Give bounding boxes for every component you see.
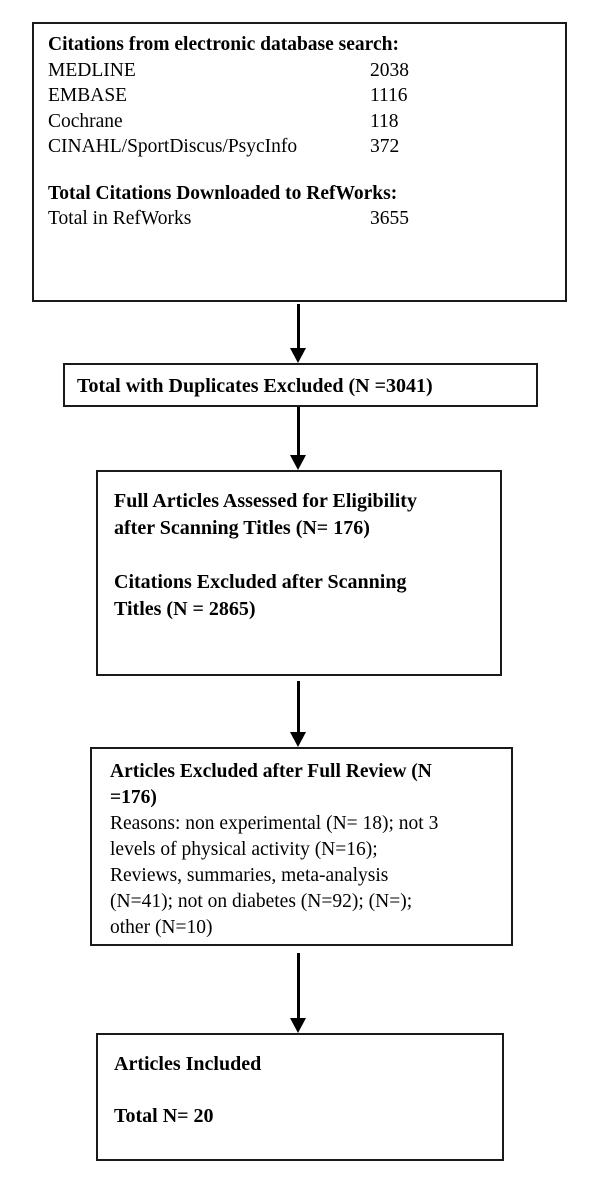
arrow-head — [290, 732, 306, 747]
box-citations-content: Citations from electronic database searc… — [48, 32, 555, 232]
included-line-1: Articles Included — [114, 1053, 262, 1075]
citation-source-label: Total in RefWorks — [48, 208, 192, 229]
arrow-down-icon — [289, 681, 309, 747]
arrow-shaft — [297, 304, 300, 348]
eligible-line-1: Full Articles Assessed for Eligibility — [114, 490, 417, 512]
arrow-shaft — [297, 953, 300, 1018]
citation-source-label: CINAHL/SportDiscus/PsycInfo — [48, 136, 298, 157]
duplicates-line: Total with Duplicates Excluded (N =3041) — [77, 375, 433, 397]
eligible-line-3: Citations Excluded after Scanning — [114, 571, 407, 593]
citation-row-embase: EMBASE 1116 — [48, 83, 555, 109]
box-total-duplicates-excluded: Total with Duplicates Excluded (N =3041) — [63, 363, 538, 407]
citation-count-value: 3655 — [370, 208, 409, 229]
section-spacer — [48, 160, 555, 181]
box-included-content: Articles Included Total N= 20 — [114, 1051, 492, 1130]
excluded-line-5: Reviews, summaries, meta-analysis — [110, 865, 389, 886]
box-articles-excluded-after-full-review: Articles Excluded after Full Review (N =… — [90, 747, 513, 946]
eligible-line-4: Titles (N = 2865) — [114, 598, 256, 620]
excluded-line-2: =176) — [110, 787, 157, 808]
arrow-shaft — [297, 681, 300, 732]
arrow-shaft — [297, 407, 300, 455]
citation-source-label: Cochrane — [48, 110, 123, 132]
box-excluded-content: Articles Excluded after Full Review (N =… — [110, 759, 501, 941]
refworks-subheading: Total Citations Downloaded to RefWorks: — [48, 182, 398, 204]
excluded-line-7: other (N=10) — [110, 917, 213, 938]
excluded-line-3: Reasons: non experimental (N= 18); not 3 — [110, 813, 439, 834]
section-spacer — [114, 542, 490, 569]
citation-row-cinahl: CINAHL/SportDiscus/PsycInfo 372 — [48, 134, 555, 160]
box-articles-included: Articles Included Total N= 20 — [96, 1033, 504, 1161]
citation-source-label: MEDLINE — [48, 59, 136, 81]
search-heading: Citations from electronic database searc… — [48, 34, 399, 55]
excluded-line-1: Articles Excluded after Full Review (N — [110, 761, 432, 782]
arrow-down-icon — [289, 953, 309, 1033]
box-duplicates-content: Total with Duplicates Excluded (N =3041) — [77, 374, 526, 400]
section-spacer — [114, 1078, 492, 1103]
citation-count-value: 2038 — [370, 59, 409, 81]
citation-source-label: EMBASE — [48, 85, 128, 106]
citation-row-cochrane: Cochrane 118 — [48, 109, 555, 135]
citation-count-value: 1116 — [370, 85, 408, 106]
arrow-down-icon — [289, 407, 309, 470]
box-eligible-content: Full Articles Assessed for Eligibility a… — [114, 488, 490, 623]
citation-count-value: 118 — [370, 110, 399, 132]
eligible-line-2: after Scanning Titles (N= 176) — [114, 517, 370, 539]
arrow-head — [290, 1018, 306, 1033]
arrow-head — [290, 455, 306, 470]
arrow-head — [290, 348, 306, 363]
excluded-line-6: (N=41); not on diabetes (N=92); (N=); — [110, 891, 413, 912]
box-citations-from-database-search: Citations from electronic database searc… — [32, 22, 567, 302]
arrow-down-icon — [289, 304, 309, 363]
citation-row-medline: MEDLINE 2038 — [48, 58, 555, 84]
citation-row-total-refworks: Total in RefWorks 3655 — [48, 206, 555, 232]
excluded-line-4: levels of physical activity (N=16); — [110, 839, 378, 860]
included-line-2: Total N= 20 — [114, 1105, 214, 1127]
citation-count-value: 372 — [370, 136, 400, 157]
box-full-articles-assessed: Full Articles Assessed for Eligibility a… — [96, 470, 502, 676]
